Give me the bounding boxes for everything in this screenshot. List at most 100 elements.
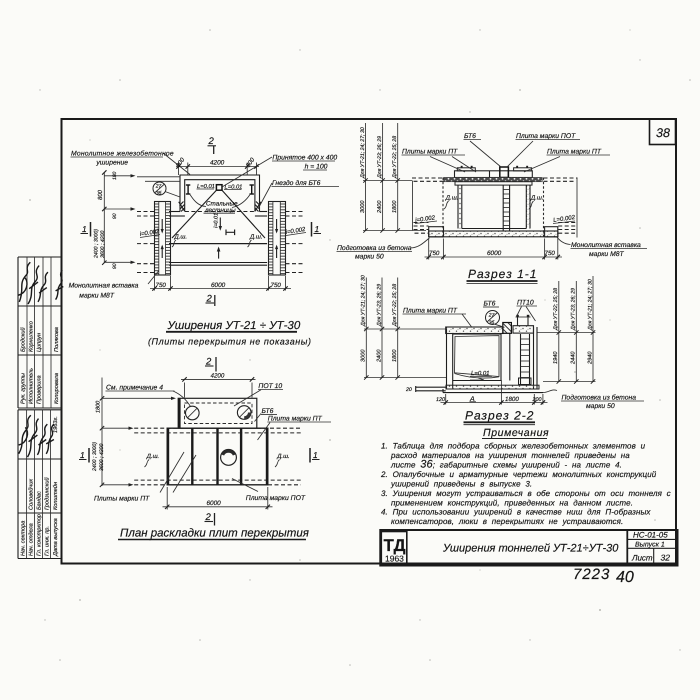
svg-text:Д.ш.: Д.ш. (276, 453, 290, 460)
svg-text:применением конструкций, приве: применением конструкций, приведенных на … (391, 499, 633, 508)
svg-text:3600 ; 4200: 3600 ; 4200 (100, 230, 106, 258)
svg-text:Для УТ-21; 24; 27; 30: Для УТ-21; 24; 27; 30 (587, 279, 593, 331)
svg-text:2: 2 (206, 294, 213, 305)
svg-text:3. Уширения могут устраиваться: 3. Уширения могут устраиваться в обе сто… (381, 489, 671, 498)
svg-text:марки 50: марки 50 (586, 403, 615, 410)
svg-text:Принятое 400 х 400: Принятое 400 х 400 (272, 155, 337, 162)
svg-text:3600 ; 4200: 3600 ; 4200 (99, 443, 105, 471)
svg-text:h = 100: h = 100 (305, 164, 328, 171)
svg-text:Монолитное железобетонное: Монолитное железобетонное (71, 151, 174, 158)
svg-text:Подготовка из бетона: Подготовка из бетона (562, 395, 637, 402)
svg-text:6000: 6000 (207, 500, 222, 507)
svg-text:38: 38 (656, 126, 670, 140)
svg-text:Гл. инж. пр.: Гл. инж. пр. (45, 526, 51, 556)
svg-text:Для УТ-22; 25; 28: Для УТ-22; 25; 28 (392, 284, 398, 327)
svg-text:3000: 3000 (361, 349, 367, 362)
svg-text:180: 180 (112, 171, 118, 180)
svg-text:1963г.: 1963г. (53, 416, 59, 433)
svg-text:А: А (469, 396, 475, 403)
svg-text:Монолитная вставка: Монолитная вставка (69, 283, 139, 290)
svg-text:Плиты марки ПТ: Плиты марки ПТ (94, 496, 150, 503)
svg-text:4. При использовании уширений: 4. При использовании уширений в качестве… (381, 508, 651, 517)
svg-text:Для УТ-21; 24; 27; 30: Для УТ-21; 24; 27; 30 (360, 127, 366, 179)
svg-text:Разрез 2-2: Разрез 2-2 (465, 409, 534, 423)
svg-text:НС-01-05: НС-01-05 (633, 531, 668, 540)
svg-text:750: 750 (271, 282, 282, 289)
svg-text:i=0.002: i=0.002 (285, 226, 306, 236)
svg-text:1800: 1800 (96, 400, 102, 413)
svg-text:Бандас: Бандас (36, 491, 43, 510)
svg-text:Нач. отдела: Нач. отдела (28, 523, 35, 556)
svg-text:27: 27 (488, 312, 495, 318)
svg-text:Корниленко: Корниленко (29, 321, 35, 352)
svg-text:750: 750 (429, 250, 440, 257)
svg-text:Д.ш.: Д.ш. (146, 453, 160, 460)
svg-text:Ципрун: Ципрун (37, 333, 43, 352)
svg-text:2. Опалубочные и арматурные че: 2. Опалубочные и арматурные чертежи моно… (380, 470, 657, 479)
svg-text:Плита марки ПТ: Плита марки ПТ (403, 308, 458, 315)
svg-text:Копштейн: Копштейн (52, 482, 59, 510)
svg-text:Примечания: Примечания (483, 427, 549, 439)
svg-text:6000: 6000 (487, 250, 502, 257)
svg-text:i=0.002: i=0.002 (415, 214, 436, 224)
svg-text:L=0.002: L=0.002 (553, 214, 576, 224)
svg-text:2: 2 (208, 136, 215, 147)
svg-text:Для УТ-23; 26; 29: Для УТ-23; 26; 29 (377, 136, 383, 179)
svg-text:1800: 1800 (392, 200, 398, 213)
svg-text:Соловейчик: Соловейчик (28, 479, 35, 510)
svg-text:6000: 6000 (211, 282, 226, 289)
svg-text:Для УТ-21; 24; 27; 30: Для УТ-21; 24; 27; 30 (361, 275, 367, 327)
svg-text:4200: 4200 (210, 160, 225, 167)
svg-text:27: 27 (155, 184, 162, 190)
svg-text:План раскладки плит перекры: План раскладки плит перекрытия (120, 528, 309, 540)
svg-text:марки 50: марки 50 (355, 254, 384, 261)
svg-text:Плита марки ПОТ: Плита марки ПОТ (516, 133, 576, 140)
svg-text:БТ6: БТ6 (484, 301, 496, 308)
svg-text:Стальные: Стальные (206, 201, 238, 208)
svg-text:уширений приведены в выпуске 3: уширений приведены в выпуске 3. (390, 480, 532, 489)
svg-text:2400: 2400 (377, 200, 383, 214)
svg-text:L=0.01: L=0.01 (225, 184, 243, 191)
svg-text:Плита марки ПТ: Плита марки ПТ (547, 149, 602, 156)
svg-text:2: 2 (205, 357, 212, 368)
svg-text:Плиты марки ПТ: Плиты марки ПТ (402, 149, 458, 156)
svg-text:Полякова: Полякова (54, 327, 60, 352)
svg-text:Рук. группы: Рук. группы (21, 373, 27, 404)
svg-text:Нач. сектора: Нач. сектора (20, 521, 26, 556)
svg-text:БТ6: БТ6 (262, 408, 274, 415)
svg-text:Д.ш.: Д.ш. (530, 195, 544, 202)
svg-text:марки М8Т: марки М8Т (589, 251, 625, 258)
svg-text:Бродский: Бродский (20, 327, 27, 352)
svg-text:3000: 3000 (360, 200, 366, 213)
svg-text:Лист: Лист (631, 554, 653, 563)
svg-text:90: 90 (112, 263, 118, 269)
svg-text:Дата выпуска: Дата выпуска (53, 518, 59, 557)
svg-text:Проверила: Проверила (37, 375, 43, 404)
svg-text:Монолитная вставка: Монолитная вставка (571, 242, 641, 249)
svg-text:3б: 3б (156, 191, 162, 197)
svg-text:марки М8Т: марки М8Т (79, 293, 115, 300)
svg-text:Д.ш.: Д.ш. (249, 234, 263, 241)
svg-text:расход материалов на уширения: расход материалов на уширения тоннелей п… (390, 451, 630, 460)
svg-text:20: 20 (405, 387, 412, 393)
svg-text:1: 1 (313, 450, 318, 460)
svg-text:4200: 4200 (211, 373, 225, 380)
svg-text:2440: 2440 (571, 351, 577, 365)
svg-text:компенсаторов, люки в перекрыт: компенсаторов, люки в перекрытиях не уст… (391, 517, 623, 526)
svg-text:750: 750 (156, 282, 167, 289)
svg-text:Для УТ-22; 25; 28: Для УТ-22; 25; 28 (553, 288, 559, 331)
svg-text:Уширения УТ-21 ÷ УТ-30: Уширения УТ-21 ÷ УТ-30 (167, 320, 301, 332)
svg-text:L=0.01: L=0.01 (197, 183, 215, 190)
svg-text:90: 90 (112, 213, 118, 219)
svg-text:750: 750 (545, 250, 556, 257)
svg-text:Гл. констрктор: Гл. констрктор (37, 514, 43, 556)
svg-text:2: 2 (205, 512, 212, 523)
svg-text:Разрез 1-1: Разрез 1-1 (468, 267, 537, 281)
svg-text:1800: 1800 (505, 396, 519, 403)
svg-text:i=0.01: i=0.01 (214, 213, 220, 228)
svg-text:Уширения тоннелей УТ-21÷УТ-3: Уширения тоннелей УТ-21÷УТ-30 (442, 543, 619, 555)
svg-text:БТ6: БТ6 (464, 133, 476, 140)
svg-text:i=0.002: i=0.002 (139, 228, 160, 238)
svg-text:Плита марки ПОТ: Плита марки ПОТ (246, 495, 306, 502)
svg-text:2940: 2940 (587, 351, 593, 365)
